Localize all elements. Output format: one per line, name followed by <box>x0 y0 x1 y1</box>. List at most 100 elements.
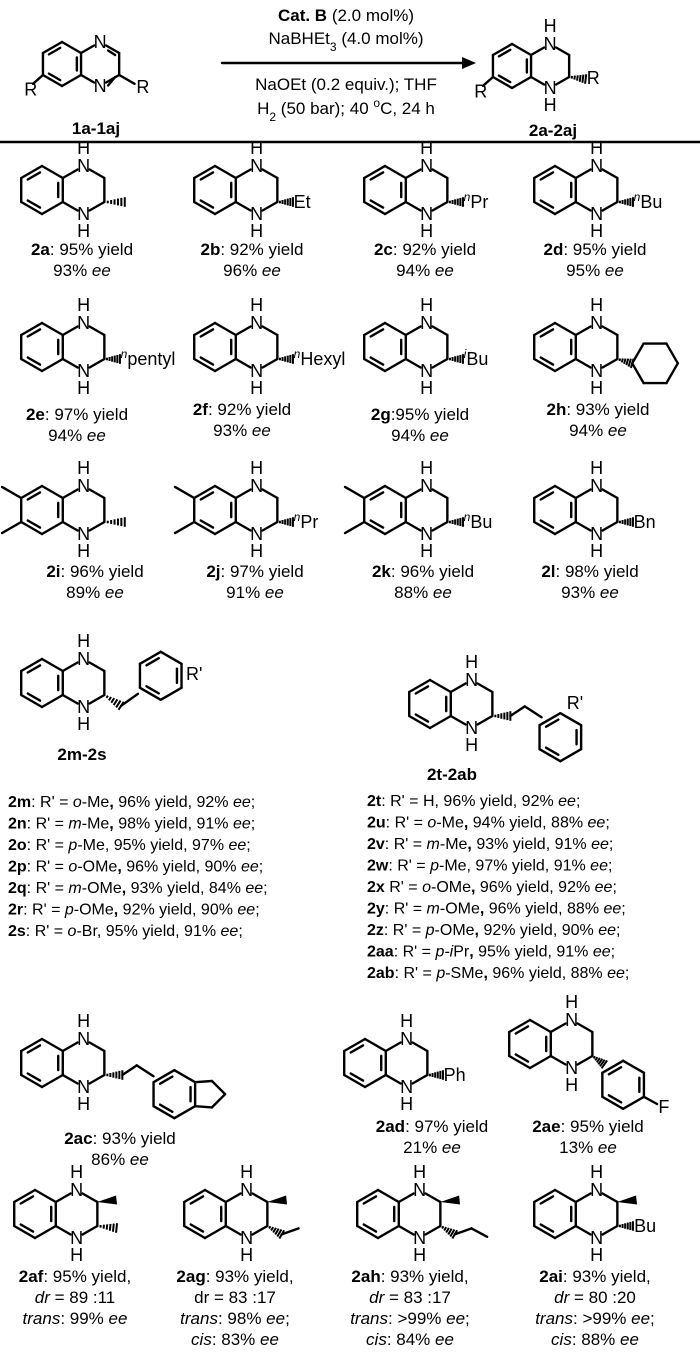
hydrogen-atom: H <box>465 735 478 755</box>
product-label: 2a-2aj <box>529 121 577 140</box>
nitrogen-atom: N <box>590 476 603 496</box>
ring-bond <box>61 661 79 673</box>
aromatic-bond <box>199 199 215 209</box>
aromatic-bond <box>539 199 555 209</box>
ring-bond <box>203 1224 227 1240</box>
text-run: N <box>77 156 90 176</box>
aromatic-bond <box>26 664 42 674</box>
text-run: 2ah <box>351 1267 380 1286</box>
text-run: Bu <box>640 192 662 212</box>
ring-bond <box>411 1041 429 1053</box>
ring-bond <box>40 200 64 216</box>
text-run: H <box>420 458 433 478</box>
text-run: = 89 :11 <box>50 1288 115 1307</box>
ring-bond <box>553 164 577 180</box>
hash-line <box>105 695 109 699</box>
text-run: : R' = <box>385 836 427 853</box>
ring-bond <box>40 357 64 373</box>
ring-bond <box>384 1073 402 1085</box>
text-run: ; <box>625 965 629 982</box>
ring-bond <box>13 1188 37 1204</box>
hydrogen-atom: H <box>70 1245 83 1265</box>
hydrogen-atom: H <box>250 458 263 478</box>
text-run: trans <box>23 1309 61 1328</box>
entry-2m-2s: 2p: R' = o-OMe, 96% yield, 90% ee; <box>8 859 263 876</box>
text-run: : 88% <box>572 1330 620 1349</box>
aromatic-bond <box>26 519 42 529</box>
ring-bond <box>383 520 407 536</box>
text-run: N <box>420 476 433 496</box>
ring-bond <box>81 1192 99 1204</box>
text-run: ee <box>600 583 619 602</box>
text-run: trans <box>535 1309 573 1328</box>
text-run: 2z <box>367 922 384 939</box>
substituent-hashed-bond <box>448 354 464 364</box>
text-run: ee <box>241 859 259 876</box>
text-run: N <box>77 524 90 544</box>
ring-bond <box>411 1073 429 1085</box>
text-run: -OMe <box>77 859 117 876</box>
text-run: H <box>420 378 433 398</box>
dioxole-bond <box>193 1079 214 1084</box>
text-run: H <box>77 541 90 561</box>
text-run: N <box>590 313 603 333</box>
nitrogen-atom: N <box>400 1029 413 1049</box>
text-run: 2ag <box>176 1267 205 1286</box>
nitrogen-atom: N <box>420 524 433 544</box>
aromatic-bond <box>47 46 62 56</box>
aromatic-bond <box>26 199 42 209</box>
text-run: ee <box>130 1150 149 1169</box>
nitrogen-atom: N <box>250 361 263 381</box>
text-run: ee <box>590 858 608 875</box>
condition-hydride: NaBHEt3 (4.0 mol%) <box>268 29 423 54</box>
text-run: cis <box>551 1330 572 1349</box>
methyl-bond <box>173 520 196 535</box>
hash-line <box>105 1224 109 1230</box>
ring-bond <box>601 168 619 180</box>
ring-bond <box>54 1224 72 1236</box>
text-run: H <box>77 458 90 478</box>
text-run: pentyl <box>127 349 175 369</box>
aromatic-bond <box>26 1044 42 1054</box>
hydrogen-atom: H <box>77 221 90 241</box>
aromatic-bond <box>369 491 385 501</box>
compound-result-2ai: cis: 88% ee <box>551 1330 639 1349</box>
text-run: p-i <box>434 944 453 961</box>
substituent-label: nPr <box>464 190 489 212</box>
nitrogen-atom: N <box>590 1180 603 1200</box>
compound-result-2a: 93% ee <box>53 261 111 280</box>
ring-bond <box>251 1192 269 1204</box>
compound-result-2af: trans: 99% ee <box>23 1309 128 1328</box>
text-run: 2s <box>8 923 26 940</box>
compound-result-2c: 2c: 92% yield <box>374 240 476 259</box>
ring-bond <box>356 1188 380 1204</box>
ring-bond <box>601 1192 619 1204</box>
nitrogen-atom: N <box>420 313 433 333</box>
text-run: H <box>77 138 90 158</box>
hash-line <box>272 1227 277 1234</box>
methyl-bond <box>343 520 366 535</box>
text-run: : R' = H, 96% yield, 92% <box>381 793 558 810</box>
propyl-hashed-bond <box>441 1225 459 1240</box>
text-run: H <box>590 221 603 241</box>
ring-bond <box>408 678 432 694</box>
text-run: H <box>77 714 90 734</box>
ring-bond <box>193 484 217 500</box>
ring-bond <box>553 520 577 536</box>
aromatic-bond <box>19 1223 35 1233</box>
text-run: N <box>94 76 107 96</box>
substituent-label: npentyl <box>121 347 176 369</box>
ring-bond <box>20 1073 44 1089</box>
entry-2t-2ab: 2w: R' = p-Me, 97% yield, 91% ee; <box>367 858 612 875</box>
text-run: p <box>425 922 435 939</box>
text-run: N <box>70 1180 83 1200</box>
text-run: 2a-2aj <box>529 121 577 140</box>
text-run: , <box>464 815 468 832</box>
text-run: R <box>587 68 600 88</box>
text-run: N <box>590 1180 603 1200</box>
text-run: R' = <box>385 879 422 896</box>
ring-bond <box>20 321 44 337</box>
entry-2t-2ab: 2z: R' = p-OMe, 92% yield, 90% ee; <box>367 922 620 939</box>
